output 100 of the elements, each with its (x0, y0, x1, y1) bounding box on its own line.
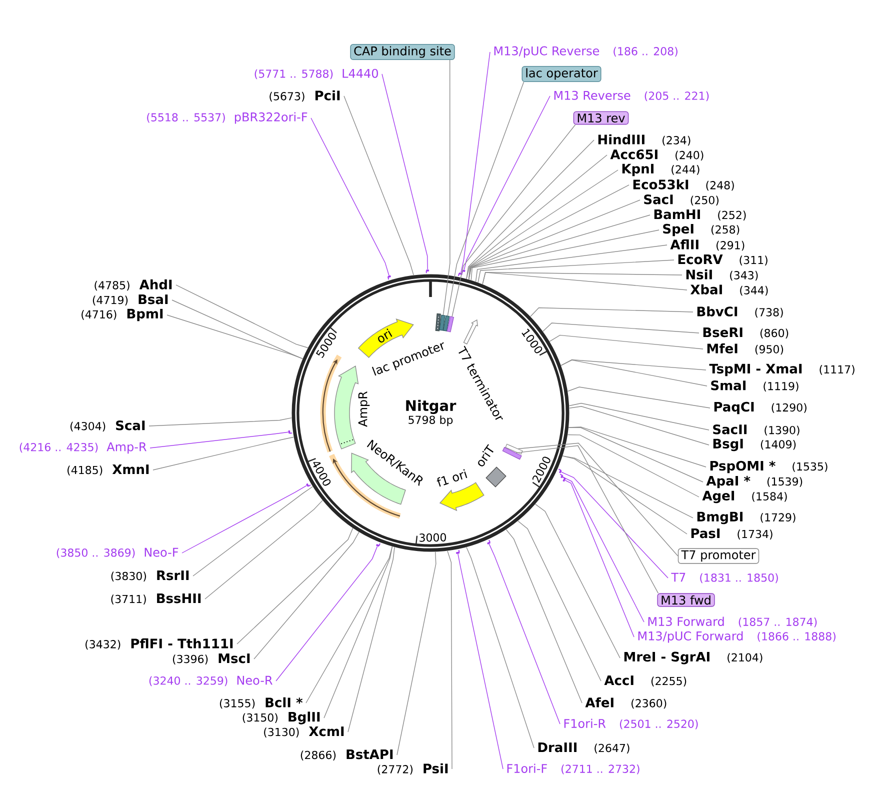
leader-line (482, 272, 688, 290)
leader-line (518, 520, 602, 682)
leader-line (452, 124, 576, 317)
leader-line (468, 170, 618, 280)
leader-line (150, 432, 289, 448)
leader-line (148, 417, 292, 426)
site-label: BbvCI (738) (697, 306, 783, 318)
site-label: (4185) XmnI (68, 464, 149, 476)
primer-label: (4216 .. 4235) Amp-R (20, 442, 146, 454)
leader-line (348, 546, 395, 732)
feature-tag: lac operator (522, 66, 602, 82)
leader-line (567, 386, 710, 408)
site-label: PasI (1734) (691, 528, 772, 540)
site-label: (4716) BpmI (82, 308, 163, 322)
tick-label: 2000 (532, 456, 550, 483)
leader-line (466, 154, 608, 280)
leader-line (344, 96, 414, 276)
site-label: TspMI - XmaI (1117) (709, 364, 854, 376)
leader-line (568, 427, 704, 482)
site-label: ApaI * (1539) (706, 476, 802, 488)
leader-line (569, 406, 710, 446)
leader-line (166, 314, 303, 360)
leader-line (447, 82, 524, 316)
site-label: PaqCI (1290) (714, 402, 806, 414)
primer-label: (5771 .. 5788) L4440 (254, 68, 378, 80)
leader-line (549, 334, 704, 350)
leader-line (236, 528, 354, 644)
feature-tag: CAP binding site (350, 44, 455, 60)
tick-label: 3000 (420, 533, 446, 542)
leader-line (306, 546, 393, 704)
site-label: (3396) MscI (172, 654, 250, 664)
site-label: (4785) AhdI (94, 279, 172, 291)
leader-line (464, 96, 550, 270)
leader-line (204, 500, 323, 600)
site-label: Acc65I (240) (610, 149, 704, 161)
site-label: BmgBI (1729) (697, 512, 796, 524)
feature-tag: M13 rev (573, 111, 629, 125)
leader-line (276, 546, 378, 682)
site-label: (2866) BstAPI (300, 750, 393, 760)
site-label: BamHI (252) (654, 210, 746, 220)
leader-line (564, 480, 634, 638)
site-label: MreI - SgrAI (2104) (624, 652, 762, 664)
feature-label: AmpR (358, 391, 370, 427)
primer-mark (558, 468, 562, 474)
leader-line (567, 434, 700, 498)
site-label: SmaI (1119) (711, 380, 798, 392)
leader-line (568, 402, 710, 430)
site-label: HindIII (234) (598, 134, 690, 146)
primer-label: M13/pUC Forward (1866 .. 1888) (638, 631, 836, 643)
feature-tag: M13 fwd (657, 593, 715, 607)
leader-line (488, 544, 560, 724)
leader-line (192, 486, 314, 576)
primer-mark (562, 476, 566, 482)
site-label: DraIII (2647) (538, 742, 630, 754)
primer-mark (376, 542, 380, 547)
site-label: (4719) BsaI (92, 294, 168, 306)
primer-mark (560, 474, 564, 478)
site-label: XbaI (344) (690, 284, 768, 296)
site-label: NsiI (343) (686, 269, 758, 281)
primer-label: F1ori-F (2711 .. 2732) (507, 764, 640, 774)
leader-line (535, 504, 620, 658)
site-label: (3432) PflFI - Tth111I (86, 638, 233, 650)
site-label: (3150) BglII (242, 712, 320, 724)
leader-line (562, 456, 688, 534)
site-label: SacII (1390) (713, 424, 800, 436)
feature-label: f1 ori (436, 469, 468, 487)
site-label: (3155) BclI * (220, 697, 303, 709)
leader-line (152, 436, 294, 470)
site-label: (3711) BssHII (111, 594, 201, 604)
leader-line (310, 118, 390, 276)
site-label: AfeI (2360) (585, 697, 666, 709)
site-label: (5673) PciI (270, 90, 340, 102)
primer-label: F1ori-R (2501 .. 2520) (564, 718, 698, 730)
primer-label: M13/pUC Reverse (186 .. 208) (494, 46, 678, 58)
site-label: BseRI (860) (703, 328, 788, 338)
leader-line (518, 442, 678, 556)
leader-line (530, 307, 694, 317)
primer-mark (387, 275, 391, 280)
leader-line (182, 485, 307, 554)
site-label: AccI (2255) (604, 676, 686, 686)
site-label: AflII (291) (670, 239, 744, 251)
site-label: PspOMI * (1535) (710, 460, 828, 474)
primer-mark (487, 540, 491, 544)
leader-line (396, 552, 436, 756)
site-label: (3130) XcmI (264, 726, 344, 738)
leader-line (172, 300, 303, 360)
site-label: Eco53kI (248) (633, 179, 734, 191)
primer-mark (462, 270, 466, 274)
leader-line (442, 60, 450, 316)
leader-line (478, 260, 674, 283)
tick-label: 4000 (313, 462, 331, 486)
leader-line (561, 472, 668, 578)
leader-line (466, 546, 534, 748)
leader-line (560, 360, 708, 386)
site-label: AgeI (1584) (702, 490, 787, 504)
leader-line (468, 200, 640, 280)
leader-line (506, 529, 582, 704)
site-label: SacI (250) (644, 194, 718, 206)
leader-line (470, 230, 660, 280)
site-label: KpnI (244) (622, 164, 700, 176)
